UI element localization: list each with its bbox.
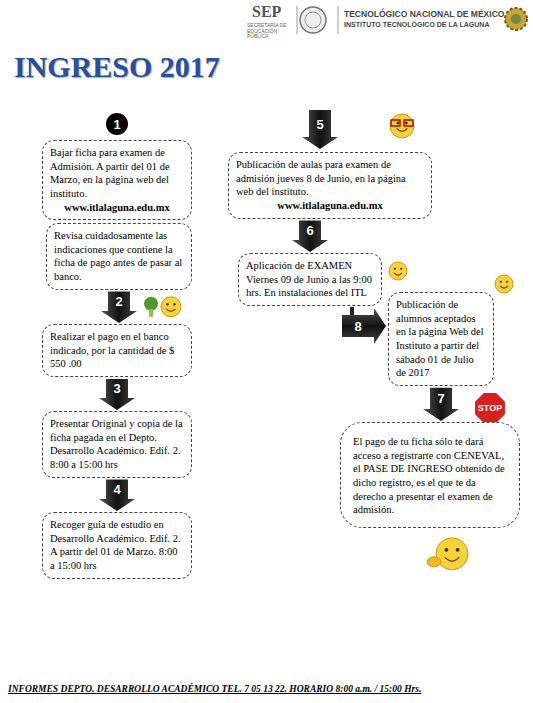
block-arrow — [423, 388, 459, 421]
institution-name: TECNOLÓGICO NACIONAL DE MÉXICO — [344, 9, 504, 19]
emoji-face — [161, 297, 181, 317]
step-number: 8 — [354, 319, 361, 334]
block-arrow — [99, 480, 135, 511]
callout-number: 5 — [316, 117, 323, 132]
callout-number: 1 — [113, 117, 120, 132]
emoji-eye — [456, 548, 460, 552]
stop-sign — [474, 392, 505, 423]
step-number: 7 — [437, 391, 444, 406]
emoji-head — [389, 262, 407, 280]
emoji-face — [436, 538, 468, 570]
emoji-eye — [405, 122, 408, 125]
step-text: Recoger guía de estudio en Desarrollo Ac… — [50, 518, 184, 573]
step-text: Presentar Original y copia de la ficha p… — [50, 417, 184, 472]
step-arrow — [423, 388, 459, 421]
step-number: 4 — [113, 482, 120, 497]
emoji-head — [436, 538, 468, 570]
step-box: Publicación de aulas para examen de admi… — [228, 152, 432, 219]
step-box: Aplicación de EXAMEN Viernes 09 de Junio… — [238, 253, 382, 306]
step-text: Publicación de alumnos aceptados en la p… — [396, 298, 486, 380]
step-text: Realizar el pago en el banco indicado, p… — [50, 330, 184, 371]
step-box: Realizar el pago en el banco indicado, p… — [42, 324, 192, 377]
step-arrow — [342, 307, 386, 344]
institution-name: INSTITUTO TECNOLÓGICO DE LA LAGUNA — [344, 21, 489, 28]
web-address: www.itlalaguna.edu.mx — [236, 199, 424, 213]
block-arrow — [101, 292, 137, 323]
web-address: www.itlalaguna.edu.mx — [50, 201, 184, 215]
emoji-hand — [427, 557, 441, 567]
step-text: Bajar ficha para examen de Admisión. A p… — [50, 146, 184, 201]
header-logos — [297, 6, 527, 34]
arrow-stem — [350, 307, 354, 316]
broccoli-top — [144, 297, 158, 311]
emoji-eye — [166, 303, 168, 305]
step-box: Bajar ficha para examen de Admisión. A p… — [42, 140, 192, 220]
step-box: Revisa cuidadosamente las indicaciones q… — [46, 223, 192, 290]
step-number: 6 — [306, 223, 313, 238]
emoji-eye — [400, 268, 402, 270]
step-arrow — [292, 221, 328, 252]
page-title: INGRESO 2017 — [14, 50, 220, 84]
step-arrow — [99, 480, 135, 511]
emoji-mouth — [397, 128, 408, 131]
emoji-face — [390, 114, 414, 138]
step-circle — [106, 113, 128, 135]
step-arrow — [99, 379, 135, 410]
emoji-mouth — [500, 286, 508, 288]
emoji-head — [390, 114, 414, 138]
emoji-eye — [394, 268, 396, 270]
step-arrow — [101, 292, 137, 323]
step-box: Publicación de alumnos aceptados en la p… — [388, 292, 494, 386]
glasses — [391, 120, 400, 126]
emoji-mouth — [445, 557, 459, 561]
footer-note: INFORMES DEPTO. DESARROLLO ACADÉMICO TEL… — [8, 684, 421, 694]
step-text: El pago de tu ficha sólo te dará acceso … — [353, 435, 507, 517]
block-arrow — [99, 379, 135, 410]
emoji-head — [161, 297, 181, 317]
emoji-mouth — [167, 309, 176, 312]
step-box: Recoger guía de estudio en Desarrollo Ac… — [42, 512, 192, 579]
step-number: 3 — [113, 381, 120, 396]
block-arrow — [342, 308, 386, 344]
step-box: El pago de tu ficha sólo te dará acceso … — [340, 422, 520, 528]
logo-subtext: SECRETARÍA DE EDUCACIÓN PÚBLICA — [247, 23, 293, 40]
emoji-head — [495, 275, 513, 293]
step-text: Publicación de aulas para examen de admi… — [236, 158, 424, 199]
step-box: Presentar Original y copia de la ficha p… — [42, 411, 192, 478]
step-number: 2 — [115, 294, 122, 309]
broccoli-stem — [149, 309, 153, 317]
stop-text: STOP — [478, 403, 502, 413]
step-text: Aplicación de EXAMEN Viernes 09 de Junio… — [246, 259, 374, 300]
block-arrow — [292, 221, 328, 252]
emoji-eye — [500, 281, 502, 283]
emoji-eye — [396, 122, 399, 125]
emoji-face — [389, 262, 407, 280]
emoji-mouth — [394, 273, 402, 275]
glasses — [404, 120, 413, 126]
emoji-eye — [173, 303, 175, 305]
emoji-eye — [506, 281, 508, 283]
emoji-eye — [444, 548, 448, 552]
emoji-face — [495, 275, 513, 293]
step-text: Revisa cuidadosamente las indicaciones q… — [54, 229, 184, 284]
logo-text: SEP — [252, 3, 281, 21]
block-arrow — [302, 110, 338, 149]
